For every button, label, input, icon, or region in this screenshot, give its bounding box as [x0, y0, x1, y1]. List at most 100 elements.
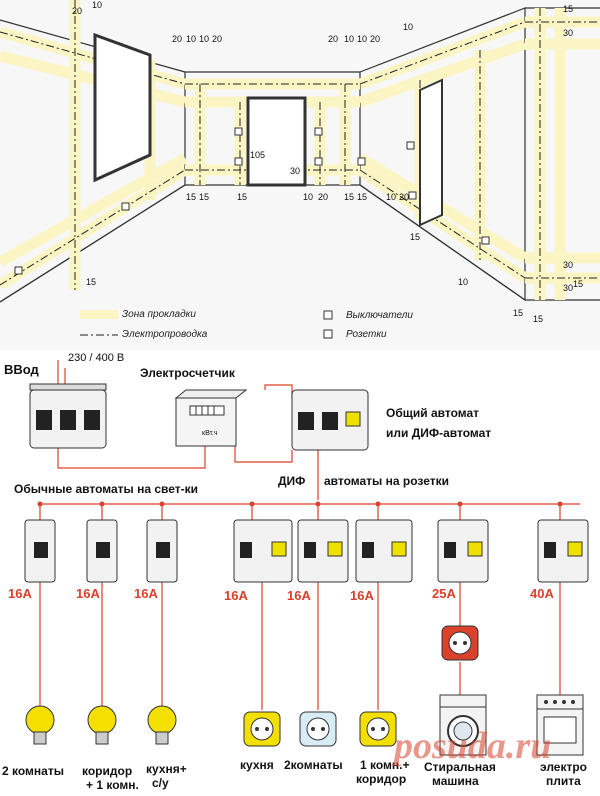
watermark: posuda.ru	[394, 725, 552, 767]
dim: 20	[212, 34, 222, 44]
rating-label: 16А	[76, 586, 100, 601]
legend-symbols	[80, 310, 333, 339]
dim: 10	[386, 192, 396, 202]
legend-wiring-label: Электропроводка	[122, 329, 208, 340]
dim: 20	[172, 34, 182, 44]
electric-stove-icon	[536, 694, 584, 756]
rating-label: 16А	[224, 588, 248, 603]
main-breaker-label-2: или ДИФ-автомат	[386, 426, 492, 440]
dim: 10	[458, 277, 468, 287]
legend-socket-symbol	[323, 329, 333, 339]
legend-zone-swatch	[80, 310, 118, 319]
socket-icon	[441, 625, 479, 661]
electric-meter	[174, 389, 248, 447]
load-label: кухня	[240, 758, 274, 772]
washing-machine-icon	[439, 694, 487, 756]
lamp-icon	[25, 705, 55, 745]
dimensions: 20 10 20 10 10 20 20 10 10 20 15 30 10 1…	[72, 0, 583, 324]
dim: 10	[92, 0, 102, 10]
rating-label: 25А	[432, 586, 456, 601]
dim: 10	[186, 34, 196, 44]
dim: 105	[250, 150, 265, 160]
scheme-graphics	[24, 360, 589, 756]
dim: 15	[86, 277, 96, 287]
dim: 30	[563, 283, 573, 293]
dim: 10	[303, 192, 313, 202]
legend-sockets-label: Розетки	[346, 329, 387, 340]
breaker-lights-3	[146, 519, 178, 583]
door-center	[246, 96, 307, 187]
dim: 20	[328, 34, 338, 44]
load-label: машина	[432, 774, 479, 788]
room-devices	[14, 127, 490, 275]
dim: 30	[563, 260, 573, 270]
dim: 15	[410, 232, 420, 242]
dim: 10	[344, 34, 354, 44]
breaker-stove	[537, 519, 589, 583]
socket-icons	[243, 625, 479, 747]
dim: 15	[533, 314, 543, 324]
dim: 30	[563, 28, 573, 38]
load-label: 2комнаты	[284, 758, 343, 772]
main-breaker-label-1: Общий автомат	[386, 406, 480, 420]
breaker-lights-2	[86, 519, 118, 583]
sockets-group-label: автоматы на розетки	[324, 474, 449, 488]
meter-face-label: кВт.ч	[202, 430, 218, 437]
dim: 15	[573, 279, 583, 289]
rating-label: 16А	[8, 586, 32, 601]
dim: 15	[513, 308, 523, 318]
dim: 20	[399, 192, 409, 202]
load-label: коридор	[82, 764, 133, 778]
dim: 20	[318, 192, 328, 202]
rating-label: 40А	[530, 586, 554, 601]
lights-group-label: Обычные автоматы на свет-ки	[14, 482, 199, 496]
load-label: плита	[546, 774, 581, 788]
input-label: ВВод	[4, 362, 39, 377]
load-label: Стиральная	[424, 760, 496, 774]
dim: 15	[237, 192, 247, 202]
supply-lines	[39, 360, 580, 710]
socket-icon	[359, 711, 397, 747]
window	[93, 32, 152, 183]
input-breaker	[29, 383, 107, 449]
lamps	[25, 705, 177, 745]
dim: 15	[199, 192, 209, 202]
room-wiring-diagram: 20 10 20 10 10 20 20 10 10 20 15 30 10 1…	[0, 0, 600, 350]
lamp-icon	[87, 705, 117, 745]
legend-switches-label: Выключатели	[346, 310, 413, 321]
load-label: кухня+	[146, 762, 187, 776]
dim: 20	[370, 34, 380, 44]
load-label: 1 комн.+	[360, 758, 410, 772]
voltage-label: 230 / 400 В	[68, 352, 125, 364]
load-label: электро	[540, 760, 588, 774]
rating-label: 16А	[350, 588, 374, 603]
branch-breakers	[24, 519, 589, 583]
socket-icon	[299, 711, 337, 747]
dim: 20	[72, 6, 82, 16]
main-breaker	[291, 389, 369, 451]
socket-icon	[243, 711, 281, 747]
breaker-lights-1	[24, 519, 56, 583]
dif-label: ДИФ	[278, 474, 306, 488]
legend-switch-symbol	[323, 310, 333, 320]
electrical-scheme: ВВод 230 / 400 В Электросчетчик кВт.ч Об…	[0, 350, 600, 792]
rating-label: 16А	[134, 586, 158, 601]
meter-label: Электросчетчик	[140, 366, 235, 380]
dim: 10	[199, 34, 209, 44]
breaker-socket-2	[297, 519, 349, 583]
rating-label: 16А	[287, 588, 311, 603]
load-label: коридор	[356, 772, 407, 786]
door-right	[419, 78, 443, 227]
dim: 10	[357, 34, 367, 44]
dim: 15	[344, 192, 354, 202]
breaker-socket-3	[355, 519, 413, 583]
lamp-icon	[147, 705, 177, 745]
load-label: с/у	[152, 776, 169, 790]
room-perspective: 20 10 20 10 10 20 20 10 10 20 15 30 10 1…	[0, 0, 600, 339]
breaker-washer	[437, 519, 489, 583]
dim: 30	[290, 166, 300, 176]
load-label: 2 комнаты	[2, 764, 64, 778]
dim: 15	[186, 192, 196, 202]
legend-zone-label: Зона прокладки	[122, 309, 196, 320]
breaker-socket-1	[233, 519, 293, 583]
